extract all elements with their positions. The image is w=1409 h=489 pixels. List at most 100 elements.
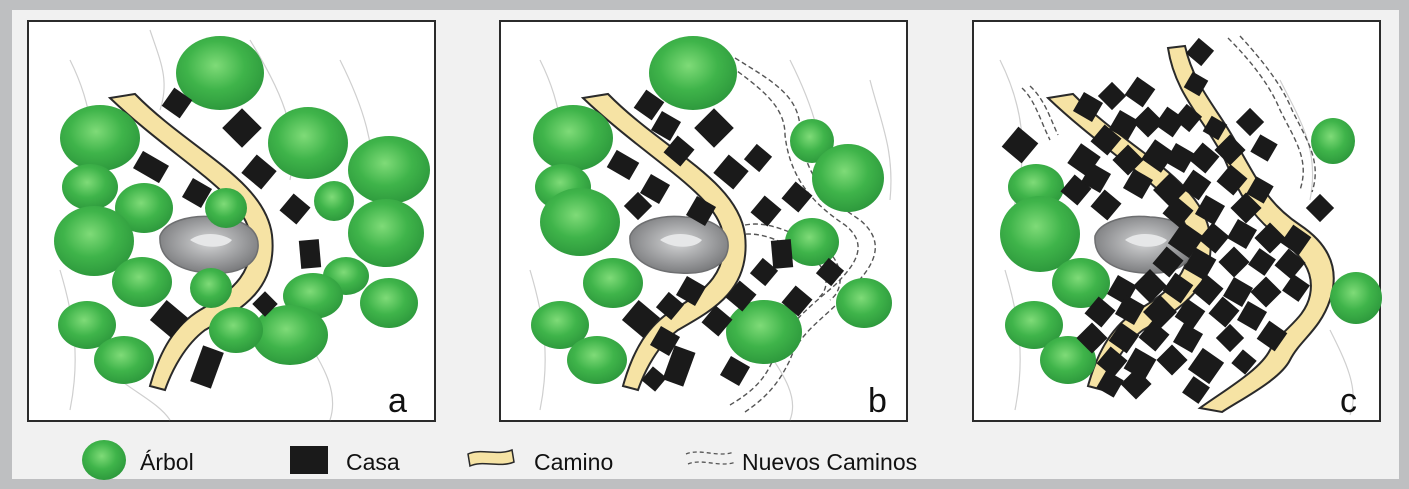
house	[133, 150, 169, 184]
house	[1090, 124, 1122, 156]
panel-c: c	[972, 20, 1382, 422]
house	[252, 291, 278, 317]
tree	[54, 206, 134, 276]
house	[1231, 349, 1257, 375]
tree	[540, 188, 620, 256]
houses	[133, 87, 322, 389]
house	[1215, 323, 1245, 353]
tree	[567, 336, 627, 384]
house	[1222, 276, 1254, 308]
rock	[629, 215, 729, 275]
house	[1216, 164, 1248, 196]
house	[1108, 322, 1140, 354]
house	[1185, 37, 1215, 67]
house	[685, 195, 717, 227]
house	[1076, 322, 1108, 354]
house	[675, 275, 707, 307]
house	[1162, 272, 1194, 304]
tree	[268, 107, 348, 179]
new-roads	[1021, 35, 1316, 193]
tree	[1330, 272, 1382, 324]
panel-a: a	[27, 20, 436, 422]
house	[1096, 346, 1128, 378]
house	[1236, 300, 1268, 332]
panel-b: b	[499, 20, 908, 422]
legend-label-house: Casa	[346, 449, 400, 475]
house	[815, 257, 845, 287]
house	[222, 108, 262, 148]
house	[623, 191, 653, 221]
house	[1156, 344, 1188, 376]
tree	[205, 188, 247, 228]
house	[1084, 296, 1116, 328]
house	[743, 143, 773, 173]
tree	[209, 307, 263, 353]
trees	[54, 36, 430, 384]
panel-label-a: a	[388, 382, 407, 420]
house	[298, 239, 322, 269]
tree-icon	[82, 440, 126, 480]
house	[1080, 162, 1112, 194]
tree	[1000, 196, 1080, 272]
house	[1305, 193, 1335, 223]
house	[1122, 168, 1154, 200]
trees	[531, 36, 892, 384]
tree	[252, 305, 328, 365]
house	[1154, 106, 1186, 138]
house	[241, 154, 277, 190]
house	[725, 280, 757, 312]
tree	[1311, 118, 1355, 164]
house	[655, 291, 685, 321]
tree	[348, 199, 424, 267]
tree	[348, 136, 430, 204]
legend-item-road: Camino	[467, 448, 613, 475]
house	[1226, 218, 1258, 250]
tree	[649, 36, 737, 110]
house	[1198, 222, 1230, 254]
house	[781, 285, 813, 317]
house	[1072, 91, 1104, 123]
tree	[1005, 301, 1063, 349]
house	[1096, 370, 1124, 398]
house	[781, 181, 813, 213]
tree	[62, 164, 118, 210]
house	[1182, 376, 1210, 404]
tree	[58, 301, 116, 349]
house	[1208, 296, 1240, 328]
house	[1123, 347, 1157, 381]
house	[1202, 115, 1228, 141]
house	[1250, 134, 1278, 162]
tree	[190, 268, 232, 308]
house	[633, 89, 665, 121]
legend-item-tree: Árbol	[82, 440, 194, 480]
house	[621, 300, 661, 338]
house	[1183, 247, 1217, 281]
legend: Árbol Casa Camino Nuevos Caminos	[82, 440, 917, 480]
house	[1162, 196, 1194, 228]
house	[279, 193, 311, 225]
house	[1235, 107, 1265, 137]
tree	[790, 119, 834, 163]
dashed-road-icon	[685, 451, 737, 465]
house	[649, 325, 681, 357]
tree	[583, 258, 643, 308]
house	[639, 173, 671, 205]
house	[1108, 109, 1140, 141]
house	[1114, 294, 1146, 326]
house	[1152, 246, 1184, 278]
house	[694, 108, 734, 148]
house	[1194, 194, 1226, 226]
house	[1173, 103, 1203, 133]
house	[1183, 71, 1209, 97]
house	[1143, 295, 1177, 329]
tree	[176, 36, 264, 110]
house	[650, 110, 682, 142]
tree	[726, 300, 802, 364]
house	[181, 177, 213, 209]
house	[1180, 169, 1212, 201]
tree	[60, 105, 140, 171]
legend-item-new-road: Nuevos Caminos	[685, 449, 917, 475]
house	[701, 305, 733, 337]
house	[190, 345, 224, 389]
